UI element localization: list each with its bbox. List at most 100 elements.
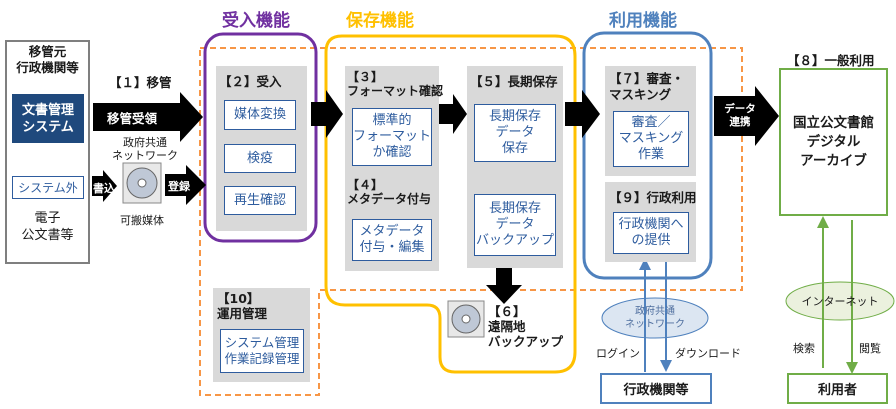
source-title-line1: 移管元 xyxy=(28,44,67,59)
header-ukeire: 受入機能 xyxy=(222,11,290,31)
user-box: 利用者 xyxy=(787,373,888,404)
operation-box-line2: 作業記録管理 xyxy=(224,351,300,366)
arrow-transfer xyxy=(93,92,203,142)
header-ippan: 【８】一般利用 xyxy=(787,53,875,68)
transfer-network: 政府共通 ネットワーク xyxy=(110,135,180,163)
internet-ellipse xyxy=(785,281,895,321)
remote-line1: 【６】 xyxy=(488,304,526,319)
internet-label: インターネット xyxy=(801,295,879,308)
review-box-line3: 作業 xyxy=(637,147,664,162)
archive-line3: アーカイブ xyxy=(800,152,867,169)
metadata-box-line2: 付与・編集 xyxy=(359,240,425,255)
operation-title-line1: 【10】 xyxy=(217,291,260,306)
review-box-line2: マスキング xyxy=(618,131,684,146)
system-gai-box: システム外 xyxy=(12,176,84,199)
transfer-receive-label: 移管受領 xyxy=(107,111,158,126)
bunsho-system-box: 文書管理 システム xyxy=(12,94,84,143)
longterm-save-box: 長期保存 データ 保存 xyxy=(474,104,556,162)
metadata-title: 【４】 メタデータ付与 xyxy=(347,178,431,206)
touroku-label: 登録 xyxy=(168,180,190,193)
arrow-to-longterm xyxy=(439,94,467,134)
denshi-label: 電子 公文書等 xyxy=(5,208,90,246)
purple-group-border xyxy=(203,32,318,243)
source-title-line2: 行政機関等 xyxy=(16,60,79,75)
review-box-line1: 審査／ xyxy=(631,115,671,130)
metadata-box: メタデータ 付与・編集 xyxy=(352,219,432,261)
format-title-line2: フォーマット確認 xyxy=(347,84,444,98)
gov-network-line2: ネットワーク xyxy=(625,319,685,330)
receive-title: 【２】受入 xyxy=(219,74,282,89)
transfer-network-line2: ネットワーク xyxy=(112,149,178,162)
gov-use-box-line1: 行政機関へ xyxy=(618,217,684,232)
gov-use-box: 行政機関へ の提供 xyxy=(613,212,689,254)
metadata-title-line2: メタデータ付与 xyxy=(347,192,432,206)
review-box: 審査／ マスキング 作業 xyxy=(613,111,689,167)
gov-network-label: 政府共通 ネットワーク xyxy=(602,302,708,334)
longterm-box1-line2: データ xyxy=(495,125,535,140)
digital-archive-box: 国立公文書館 デジタル アーカイブ xyxy=(779,68,888,216)
orange-dashed-region xyxy=(199,47,743,396)
arrow-to-review xyxy=(565,90,600,138)
review-title-line1: 【７】審査・ xyxy=(609,71,685,86)
receive-item-playback-check: 再生確認 xyxy=(224,186,296,215)
remote-line2: 遠隔地 xyxy=(488,319,526,334)
remote-backup-label: 【６】 遠隔地 バックアップ xyxy=(488,304,563,349)
disc-icon-left xyxy=(122,162,162,204)
gov-use-box-line2: の提供 xyxy=(631,233,671,248)
transfer-label: 【１】移管 xyxy=(109,75,172,90)
view-label: 閲覧 xyxy=(859,342,881,355)
metadata-title-line1: 【４】 xyxy=(347,178,384,192)
gov-use-title: 【９】行政利用 xyxy=(609,190,697,205)
yellow-group-border xyxy=(324,34,577,374)
longterm-box2-line2: データ xyxy=(495,217,535,232)
search-label: 検索 xyxy=(793,342,815,355)
source-title: 移管元 行政機関等 xyxy=(5,42,90,78)
transfer-network-line1: 政府共通 xyxy=(123,136,167,149)
review-title-line2: マスキング xyxy=(609,87,672,102)
operation-title-line2: 運用管理 xyxy=(217,306,268,321)
format-check-box: 標準的 フォーマット か確認 xyxy=(352,108,432,166)
format-title: 【３】 フォーマット確認 xyxy=(347,70,443,98)
review-title: 【７】審査・ マスキング xyxy=(609,71,684,103)
login-label: ログイン xyxy=(596,347,640,360)
operation-box: システム管理 作業記録管理 xyxy=(220,329,304,373)
remote-line3: バックアップ xyxy=(488,334,564,349)
arrow-register xyxy=(165,165,206,205)
data-link-line2: 連携 xyxy=(729,116,751,128)
archive-line2: デジタル xyxy=(806,133,861,150)
gov-agency-box: 行政機関等 xyxy=(600,373,712,404)
longterm-title: 【５】長期保存 xyxy=(470,74,558,89)
receive-item-media-convert: 媒体変換 xyxy=(224,100,296,130)
format-title-line1: 【３】 xyxy=(347,70,384,84)
bunsho-line1: 文書管理 xyxy=(21,102,74,118)
arrow-kakikomi xyxy=(92,170,117,202)
operation-title: 【10】 運用管理 xyxy=(217,291,267,321)
arrow-to-format xyxy=(311,90,343,138)
format-box-line2: フォーマット xyxy=(353,129,432,144)
arrow-remote xyxy=(486,268,522,304)
source-panel xyxy=(5,40,90,264)
denshi-line2: 公文書等 xyxy=(21,228,74,243)
header-hozon: 保存機能 xyxy=(346,11,414,31)
gov-network-line1: 政府共通 xyxy=(635,306,675,317)
gov-network-ellipse xyxy=(601,297,709,339)
disc-icon-remote xyxy=(447,300,485,338)
format-box-line1: 標準的 xyxy=(372,113,412,128)
media-label: 可搬媒体 xyxy=(120,214,164,227)
operation-box-line1: システム管理 xyxy=(224,335,300,350)
data-link-line1: データ xyxy=(724,103,756,115)
longterm-backup-box: 長期保存 データ バックアップ xyxy=(474,194,556,256)
arrow-data-link xyxy=(714,86,779,146)
longterm-box1-line1: 長期保存 xyxy=(488,109,541,124)
data-link-label: データ 連携 xyxy=(723,100,757,132)
kakikomi-label: 書込 xyxy=(93,182,115,195)
denshi-line1: 電子 xyxy=(34,211,61,226)
format-box-line3: か確認 xyxy=(372,145,412,160)
receive-item-quarantine: 検疫 xyxy=(224,144,296,173)
header-riyou: 利用機能 xyxy=(609,11,677,31)
longterm-box1-line3: 保存 xyxy=(501,141,528,156)
longterm-box2-line1: 長期保存 xyxy=(488,201,541,216)
blue-group-border xyxy=(582,31,713,280)
longterm-box2-line3: バックアップ xyxy=(475,233,554,248)
